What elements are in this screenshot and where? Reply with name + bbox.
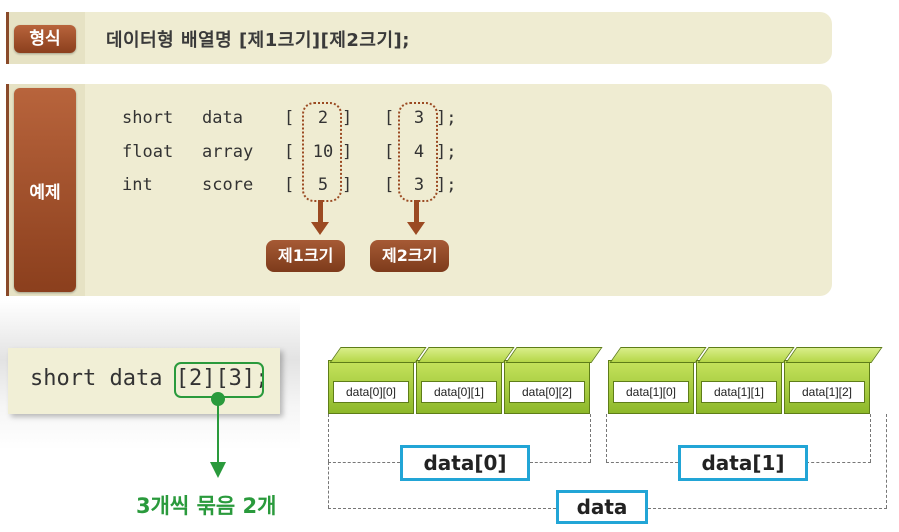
dim1-arrow-head-icon <box>311 222 329 235</box>
example-row-open-bracket: [ <box>384 142 395 162</box>
declaration-code: short data [2][3]; <box>30 366 268 391</box>
example-tab-label: 예제 <box>29 182 61 203</box>
group0-right-dash <box>590 414 591 462</box>
example-row-type: float <box>122 142 174 162</box>
whole-bottom-dash-right <box>648 508 887 509</box>
example-row-dim2: 3 <box>413 108 425 128</box>
format-tab: 형식 <box>14 25 76 53</box>
memory-cell-label: data[0][0] <box>333 381 409 403</box>
dim1-highlight-box <box>302 102 342 202</box>
example-row-name: data <box>202 108 243 128</box>
whole-bottom-dash-left <box>328 508 556 509</box>
dim1-arrow-shaft <box>318 200 323 222</box>
declaration-box: short data [2][3]; <box>8 348 280 414</box>
memory-cell: data[0][0] <box>328 347 427 414</box>
memory-cell: data[1][0] <box>608 347 707 414</box>
memory-cell-top <box>505 347 603 363</box>
green-dot-icon <box>211 392 225 406</box>
dim2-label: 제2크기 <box>370 240 450 272</box>
declaration-dims: [2][3] <box>175 366 256 391</box>
example-row-dim2: 4 <box>413 142 425 162</box>
example-row-open-bracket: [ <box>284 175 295 195</box>
dim2-arrow-head-icon <box>407 222 425 235</box>
example-row-dim1: 5 <box>317 175 329 195</box>
group0-bottom-dash-left <box>328 462 400 463</box>
memory-cell-top <box>785 347 883 363</box>
dim2-arrow-shaft <box>414 200 419 222</box>
group1-right-dash <box>870 414 871 462</box>
memory-cell-label: data[0][2] <box>509 381 585 403</box>
example-row-close-bracket: ] <box>342 175 353 195</box>
memory-cell-top <box>417 347 515 363</box>
example-row-name: array <box>202 142 254 162</box>
green-arrow-shaft <box>217 405 219 463</box>
memory-cell: data[1][2] <box>784 347 883 414</box>
green-arrow-head-icon <box>210 462 226 478</box>
format-panel-background <box>6 12 832 64</box>
example-row-open-bracket: [ <box>284 108 295 128</box>
whole-right-dash <box>886 414 887 508</box>
example-row-dim1: 2 <box>317 108 329 128</box>
example-row-dim1: 10 <box>312 142 334 162</box>
declaration-suffix: ; <box>255 366 269 391</box>
memory-cell-top <box>329 347 427 363</box>
memory-cell-label: data[1][0] <box>613 381 689 403</box>
group1-left-dash <box>606 414 607 462</box>
format-panel: 형식 데이터형 배열명 [제1크기][제2크기]; <box>6 12 832 64</box>
example-tab: 예제 <box>14 88 76 292</box>
memory-cell-label: data[0][1] <box>421 381 497 403</box>
example-row-dim2: 3 <box>413 175 425 195</box>
example-row-close-semicolon: ]; <box>436 175 457 195</box>
group-note: 3개씩 묶음 2개 <box>136 494 277 518</box>
example-panel: 예제 short data [ 2 ] [ 3 ]; float array [… <box>6 84 832 296</box>
group0-label: data[0] <box>400 445 530 481</box>
group1-bottom-dash-right <box>806 462 871 463</box>
example-row-close-semicolon: ]; <box>436 142 457 162</box>
example-row-close-bracket: ] <box>342 108 353 128</box>
memory-cell-top <box>609 347 707 363</box>
example-row-type: short <box>122 108 174 128</box>
dim1-label: 제1크기 <box>266 240 346 272</box>
memory-cell-top <box>697 347 795 363</box>
group0-bottom-dash-right <box>530 462 591 463</box>
group1-bottom-dash-left <box>606 462 678 463</box>
declaration-prefix: short data <box>30 366 176 391</box>
memory-cell: data[1][1] <box>696 347 795 414</box>
memory-cell-label: data[1][1] <box>701 381 777 403</box>
example-row-close-semicolon: ]; <box>436 108 457 128</box>
group0-left-dash <box>328 414 329 462</box>
example-row-name: score <box>202 175 254 195</box>
memory-cell-label: data[1][2] <box>789 381 865 403</box>
group1-label: data[1] <box>678 445 808 481</box>
memory-cell: data[0][1] <box>416 347 515 414</box>
format-syntax: 데이터형 배열명 [제1크기][제2크기]; <box>106 30 410 51</box>
dim2-highlight-box <box>398 102 438 202</box>
example-row-open-bracket: [ <box>384 108 395 128</box>
example-row-open-bracket: [ <box>284 142 295 162</box>
example-row-close-bracket: ] <box>342 142 353 162</box>
memory-cell: data[0][2] <box>504 347 603 414</box>
whole-left-dash <box>328 462 329 508</box>
example-row-type: int <box>122 175 153 195</box>
example-row-open-bracket: [ <box>384 175 395 195</box>
whole-label: data <box>556 490 648 524</box>
